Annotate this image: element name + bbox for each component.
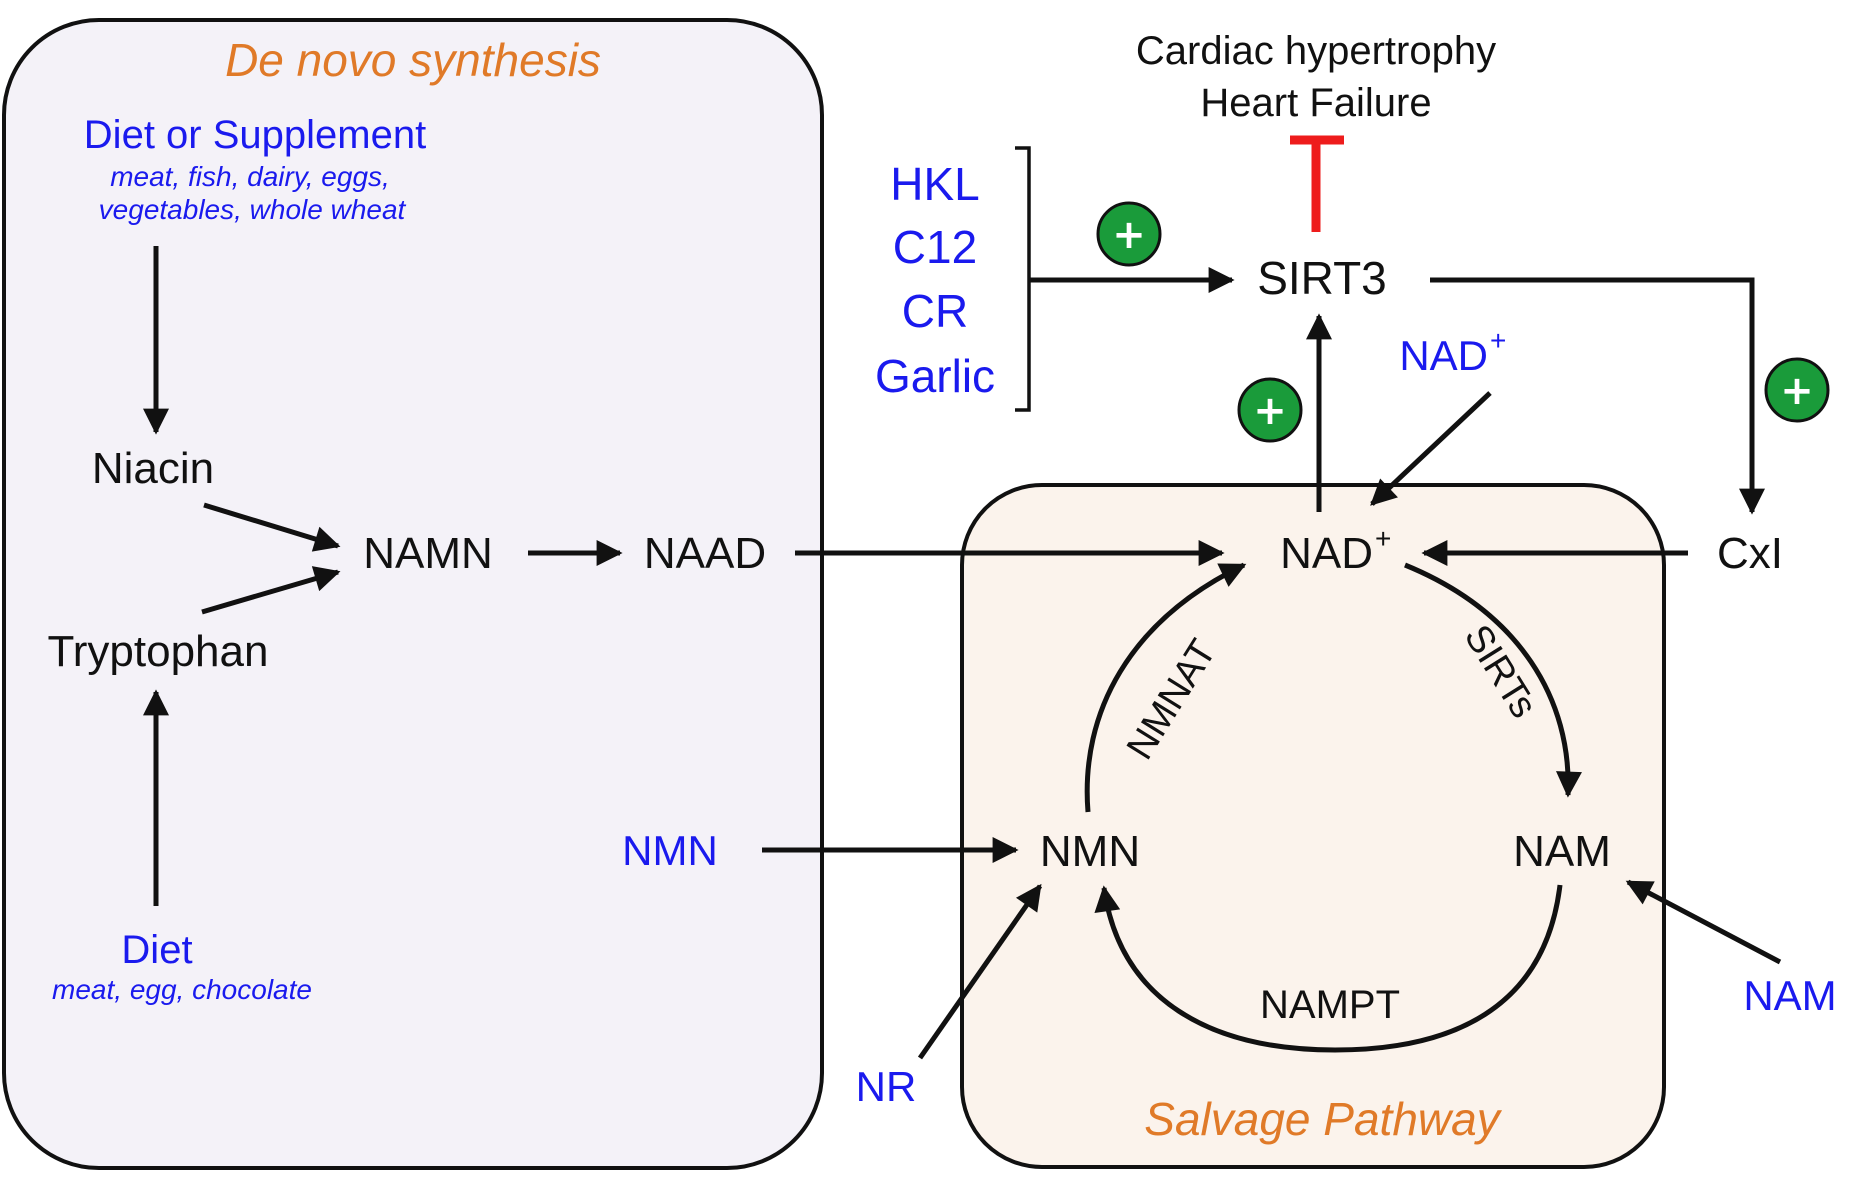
salvage-nmn-label: NMN	[1040, 827, 1140, 876]
nam-input-label: NAM	[1743, 972, 1836, 1019]
nad-input-label: NAD	[1399, 332, 1488, 379]
arc-nad-to-nam	[1404, 562, 1582, 798]
arc-nmn-to-nad	[1084, 562, 1247, 813]
naad-label: NAAD	[644, 529, 766, 578]
svg-text:+: +	[1780, 368, 1814, 414]
arc-nam-to-nmn	[1094, 884, 1563, 1053]
nad-input-superscript: +	[1490, 325, 1506, 356]
cxi-label: CxI	[1717, 529, 1783, 578]
svg-text:+: +	[1253, 388, 1287, 434]
nad-center-superscript: +	[1375, 523, 1391, 554]
salvage-title: Salvage Pathway	[1144, 1093, 1502, 1145]
nad-center-label: NAD	[1280, 529, 1373, 578]
outcome-line1: Cardiac hypertrophy	[1136, 29, 1496, 73]
svg-text:+: +	[1112, 212, 1146, 258]
denovo-synthesis-box	[2, 18, 824, 1170]
diet-supplement-sub2: vegetables, whole wheat	[99, 194, 407, 225]
diet-sub-label: meat, egg, chocolate	[52, 974, 312, 1005]
activator-hkl: HKL	[890, 158, 979, 210]
diet-supplement-label: Diet or Supplement	[84, 113, 426, 157]
arrow-sirt3-to-cxi	[1430, 277, 1765, 515]
plus-circle-icon: +	[1096, 201, 1162, 267]
sirt3-label: SIRT3	[1257, 252, 1387, 304]
arrow-nad-input-to-nad	[1370, 391, 1492, 506]
bracket-icon	[1015, 146, 1031, 412]
diet-supplement-sub1: meat, fish, dairy, eggs,	[110, 161, 390, 192]
arrow-niacin-to-namn	[203, 502, 341, 552]
nmn-input-label: NMN	[622, 827, 718, 874]
nampt-label: NAMPT	[1260, 983, 1400, 1027]
tryptophan-label: Tryptophan	[48, 627, 269, 676]
salvage-pathway-box	[960, 483, 1666, 1169]
namn-label: NAMN	[363, 529, 493, 578]
nr-label: NR	[856, 1063, 917, 1110]
plus-circle-icon: +	[1764, 357, 1830, 423]
denovo-title: De novo synthesis	[225, 34, 601, 86]
diet-label: Diet	[121, 928, 192, 972]
inhibition-bar-icon	[1290, 135, 1344, 232]
plus-circle-icon: +	[1237, 377, 1303, 443]
activator-c12: C12	[893, 221, 977, 273]
arrow-tryptophan-to-namn	[201, 566, 341, 615]
salvage-nam-label: NAM	[1513, 827, 1611, 876]
outcome-line2: Heart Failure	[1200, 81, 1431, 125]
niacin-label: Niacin	[92, 444, 214, 493]
arrow-nam-input-to-nam	[1625, 879, 1782, 965]
arrow-nr-to-nmn	[917, 883, 1043, 1060]
activator-cr: CR	[902, 285, 968, 337]
activator-garlic: Garlic	[875, 350, 995, 402]
